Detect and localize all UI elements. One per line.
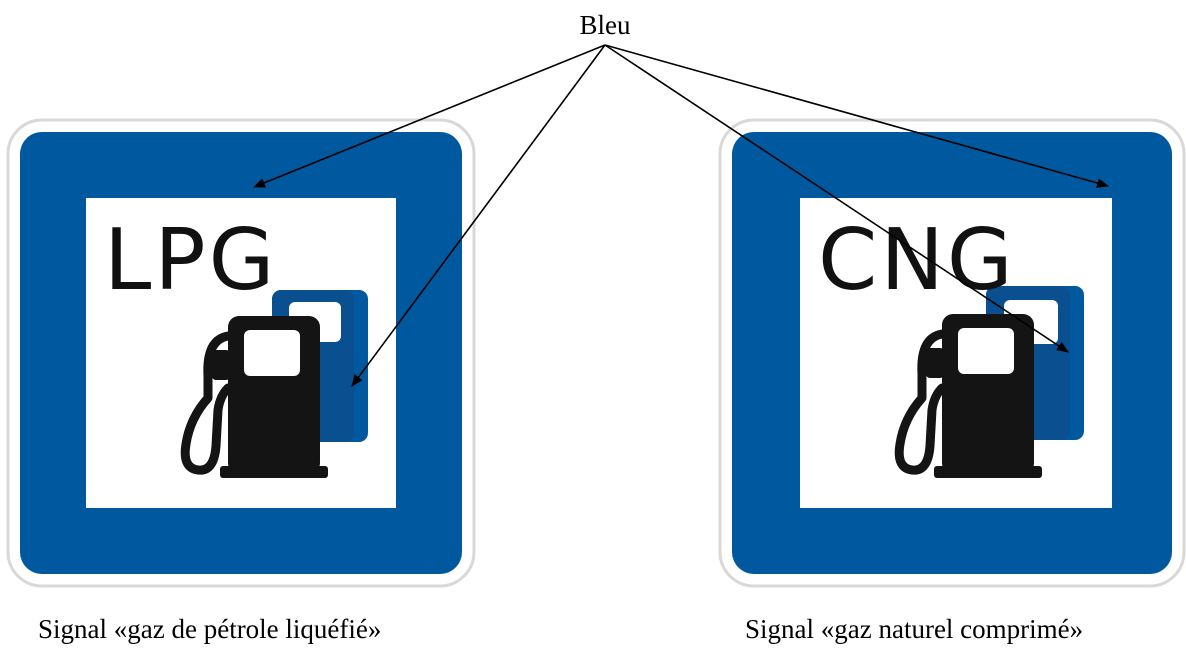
sign-lpg-graphic [6, 118, 476, 588]
sign-lpg: LPG [6, 118, 476, 588]
sign-lpg-label: LPG [104, 211, 278, 310]
caption-cng: Signal «gaz naturel comprimé» [745, 614, 1084, 644]
caption-lpg: Signal «gaz de pétrole liquéfié» [38, 614, 382, 644]
sign-cng-graphic [718, 118, 1186, 588]
callout-label-bleu: Bleu [579, 10, 631, 40]
fuel-pump-icon [180, 316, 328, 478]
sign-cng-label: CNG [818, 211, 1016, 310]
sign-cng: CNG [718, 118, 1186, 588]
